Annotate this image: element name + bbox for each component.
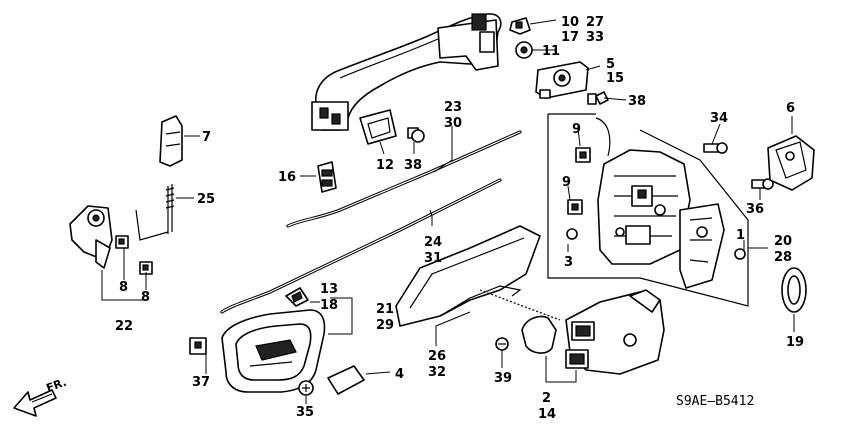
callout-19: 19	[786, 335, 804, 350]
callout-10: 10	[561, 15, 579, 30]
callout-30: 30	[444, 116, 462, 131]
callout-23: 23	[444, 100, 462, 115]
part-screw-35	[298, 380, 314, 396]
part-clip-9-lower	[567, 199, 583, 215]
rod-23-30	[286, 130, 522, 228]
callout-8a: 8	[119, 280, 128, 295]
callout-28: 28	[774, 250, 792, 265]
callout-1: 1	[736, 228, 745, 243]
callout-32: 32	[428, 365, 446, 380]
dashed-guide-26	[479, 289, 561, 321]
part-clip-9-upper	[575, 147, 591, 163]
part-screw-1	[734, 248, 746, 260]
part-cap-7	[159, 115, 183, 167]
part-bolt-34	[703, 142, 728, 154]
rod-24-31	[220, 178, 502, 314]
callout-22: 22	[115, 319, 133, 334]
part-bolt-38-lower	[407, 127, 425, 143]
callout-2: 2	[542, 391, 551, 406]
callout-14: 14	[538, 407, 556, 422]
callout-18: 18	[320, 298, 338, 313]
callout-15: 15	[606, 71, 624, 86]
callout-13: 13	[320, 282, 338, 297]
callout-37: 37	[192, 375, 210, 390]
part-bracket-5	[535, 61, 589, 99]
callout-16: 16	[278, 170, 296, 185]
callout-34: 34	[710, 111, 728, 126]
part-inner-handle-21-29	[221, 309, 326, 393]
part-clip-16	[317, 161, 337, 193]
callout-21: 21	[376, 302, 394, 317]
callout-24: 24	[424, 235, 442, 250]
callout-labels: 1 2 3 4 5 6 7 8 8 9 9 10 11 12 13 14 15 …	[115, 15, 804, 422]
part-clip-37	[189, 337, 207, 355]
callout-29: 29	[376, 318, 394, 333]
part-protector-26-32	[395, 225, 541, 327]
part-latch-2-14	[521, 289, 665, 375]
part-screw-39	[495, 337, 509, 351]
callout-27: 27	[586, 15, 604, 30]
front-direction-arrow: FR.	[13, 376, 69, 417]
diagram-code: S9AE–B5412	[676, 394, 754, 409]
callout-25: 25	[197, 192, 215, 207]
callout-36: 36	[746, 202, 764, 217]
part-rod-25	[135, 184, 175, 241]
callout-8b: 8	[141, 290, 150, 305]
part-lock-actuator-20-28	[547, 113, 749, 307]
callout-38a: 38	[628, 94, 646, 109]
callout-20: 20	[774, 234, 792, 249]
part-bolt-38-upper	[587, 91, 609, 105]
part-grommet-11	[515, 41, 533, 59]
part-clip-13-18	[285, 287, 309, 307]
callout-39: 39	[494, 371, 512, 386]
direction-label: FR.	[45, 376, 69, 395]
callout-5: 5	[606, 57, 615, 72]
callout-9b: 9	[562, 175, 571, 190]
callout-3: 3	[564, 255, 573, 270]
part-cap-4	[327, 365, 365, 395]
callout-17: 17	[561, 30, 579, 45]
callout-33: 33	[586, 30, 604, 45]
part-clip-10	[509, 17, 531, 35]
callout-7: 7	[202, 130, 211, 145]
part-grommet-19	[781, 267, 807, 313]
part-lock-cylinder-22	[69, 205, 113, 269]
callout-9a: 9	[572, 122, 581, 137]
outer-door-handle	[311, 13, 502, 131]
callout-11: 11	[542, 44, 560, 59]
part-bracket-12	[359, 109, 397, 145]
callout-6: 6	[786, 101, 795, 116]
part-bolt-36	[751, 178, 774, 190]
part-clips-8	[115, 235, 153, 275]
callout-4: 4	[395, 367, 404, 382]
part-screw-3	[566, 228, 578, 240]
callout-38b: 38	[404, 158, 422, 173]
part-striker-6	[767, 135, 815, 191]
callout-35: 35	[296, 405, 314, 420]
callout-26: 26	[428, 349, 446, 364]
callout-31: 31	[424, 251, 442, 266]
leader-lines	[101, 19, 795, 404]
callout-12: 12	[376, 158, 394, 173]
